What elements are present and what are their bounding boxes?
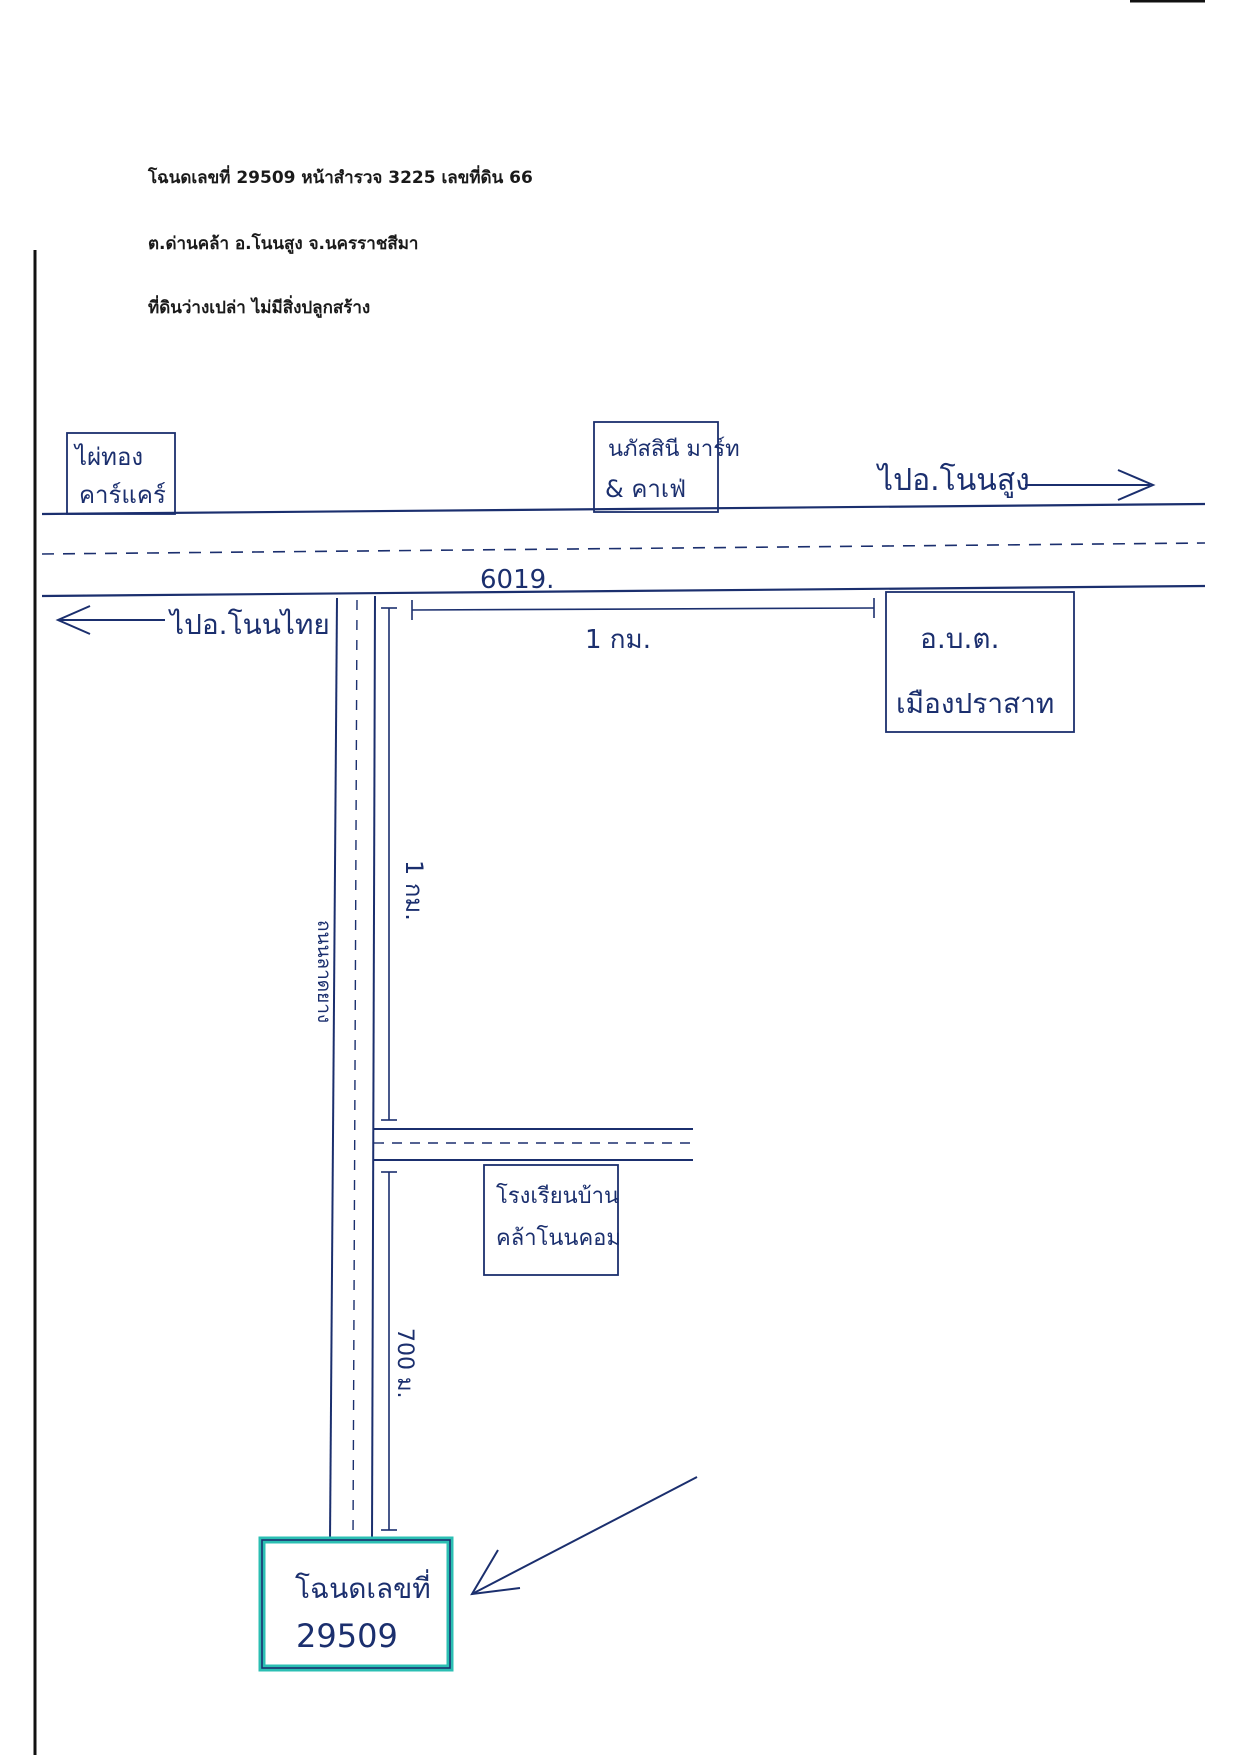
distance-horizontal-label: 1 กม. [585,625,651,655]
side-road-right-edge [371,595,376,1541]
landmark-line-1: อ.บ.ต. [920,622,999,655]
landmark-box [885,591,1075,733]
right-arrow-icon [1117,469,1156,501]
distance-measure-vertical: 1 กม. [381,607,428,1121]
distance-lower-label: 700 ม. [392,1328,417,1398]
landmark-school: โรงเรียนบ้าน คล้าโนนคอม [483,1164,621,1276]
landmark-line-2: คล้าโนนคอม [496,1225,621,1251]
target-parcel: โฉนดเลขที่ 29509 [258,1536,454,1672]
landmark-line-1: นภัสสินี มาร์ท [608,437,740,462]
landmark-phaithong-carcare: ไผ่ทอง คาร์แคร์ [66,432,176,515]
landmark-line-2: คาร์แคร์ [79,481,166,509]
direction-left: ไปอ.โนนไทย [55,605,330,641]
road-number-label: 6019. [480,565,554,595]
distance-measure-lower: 700 ม. [381,1171,417,1531]
landmark-box [483,1164,619,1276]
main-road-center-line [41,542,1206,555]
direction-right: ไปอ.โนนสูง [876,462,1156,501]
main-road: 6019. [41,502,1206,598]
parcel-number: 29509 [296,1617,398,1655]
side-road: ถนนลาดยาง [313,595,376,1541]
to-nonthai-label: ไปอ.โนนไทย [168,608,330,641]
side-road-left-edge [329,597,338,1541]
parcel-outline [261,1539,451,1669]
landmark-mart-cafe: นภัสสินี มาร์ท & คาเฟ่ [593,421,740,513]
location-line: ต.ด่านคล้า อ.โนนสูง จ.นครราชสีมา [148,234,419,254]
distance-measure-horizontal: 1 กม. [411,598,875,655]
landmark-line-1: ไผ่ทอง [73,443,143,471]
parcel-pointer [470,1476,698,1596]
main-road-bottom-edge [41,584,1206,598]
to-nonsung-label: ไปอ.โนนสูง [876,462,1030,498]
deed-number-line: โฉนดเลขที่ 29509 หน้าสำรวจ 3225 เลขที่ดิ… [148,168,533,188]
measure-line-horizontal [411,607,875,611]
pointer-arrow-icon [470,1549,521,1596]
landmark-box [593,421,719,513]
parcel-label: โฉนดเลขที่ [295,1569,431,1605]
landmark-line-2: & คาเฟ่ [605,475,686,503]
school-road [374,1128,693,1161]
main-road-top-edge [41,502,1206,516]
distance-vertical-label: 1 กม. [400,860,428,921]
landmark-box [66,432,176,515]
landmark-line-1: โรงเรียนบ้าน [496,1183,619,1209]
side-road-label: ถนนลาดยาง [313,920,335,1023]
landmark-line-2: เมืองปราสาท [896,687,1054,720]
pointer-arrow-shaft [471,1476,698,1595]
landmark-sao-mueang-prasat: อ.บ.ต. เมืองปราสาท [885,591,1075,733]
land-description-line: ที่ดินว่างเปล่า ไม่มีสิ่งปลูกสร้าง [148,298,371,318]
side-road-center-line [352,599,358,1541]
left-arrow-icon [55,605,91,635]
